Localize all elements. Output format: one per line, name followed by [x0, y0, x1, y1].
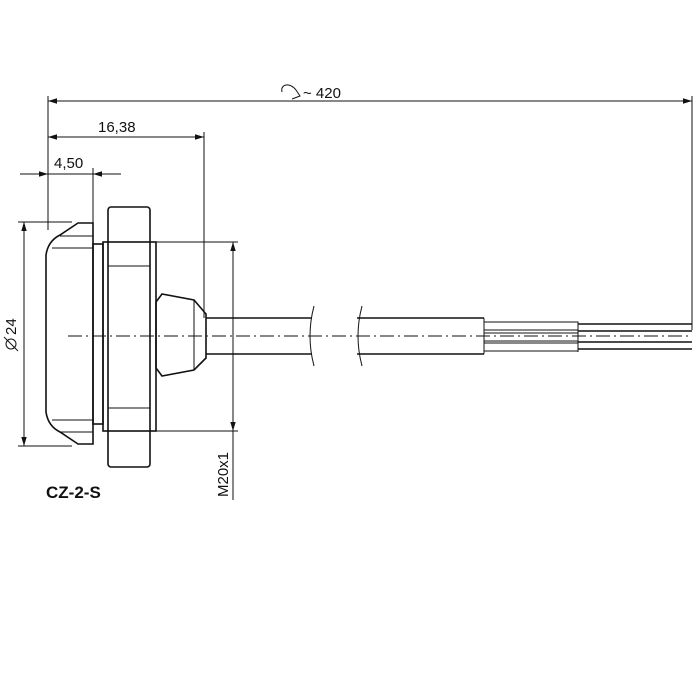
dim-total-length-label: ~ 420 — [303, 85, 341, 102]
diameter-symbol-icon — [3, 336, 19, 352]
sensor-body — [45, 206, 692, 468]
dimension-thread: M20x1 — [156, 241, 238, 500]
dimension-head-length: 4,50 — [20, 155, 121, 225]
dim-body-length-label: 16,38 — [98, 119, 136, 136]
dim-head-length-label: 4,50 — [54, 155, 83, 172]
dimension-total-length: ~ 420 — [47, 84, 693, 330]
dim-diameter-label: 24 — [3, 318, 20, 335]
model-label: CZ-2-S — [46, 483, 101, 502]
length-symbol-icon — [281, 84, 301, 100]
cable-cores — [483, 321, 692, 352]
dimension-diameter: 24 — [3, 221, 72, 447]
dim-thread-label: M20x1 — [215, 452, 232, 497]
dimension-body-length: 16,38 — [48, 119, 205, 318]
